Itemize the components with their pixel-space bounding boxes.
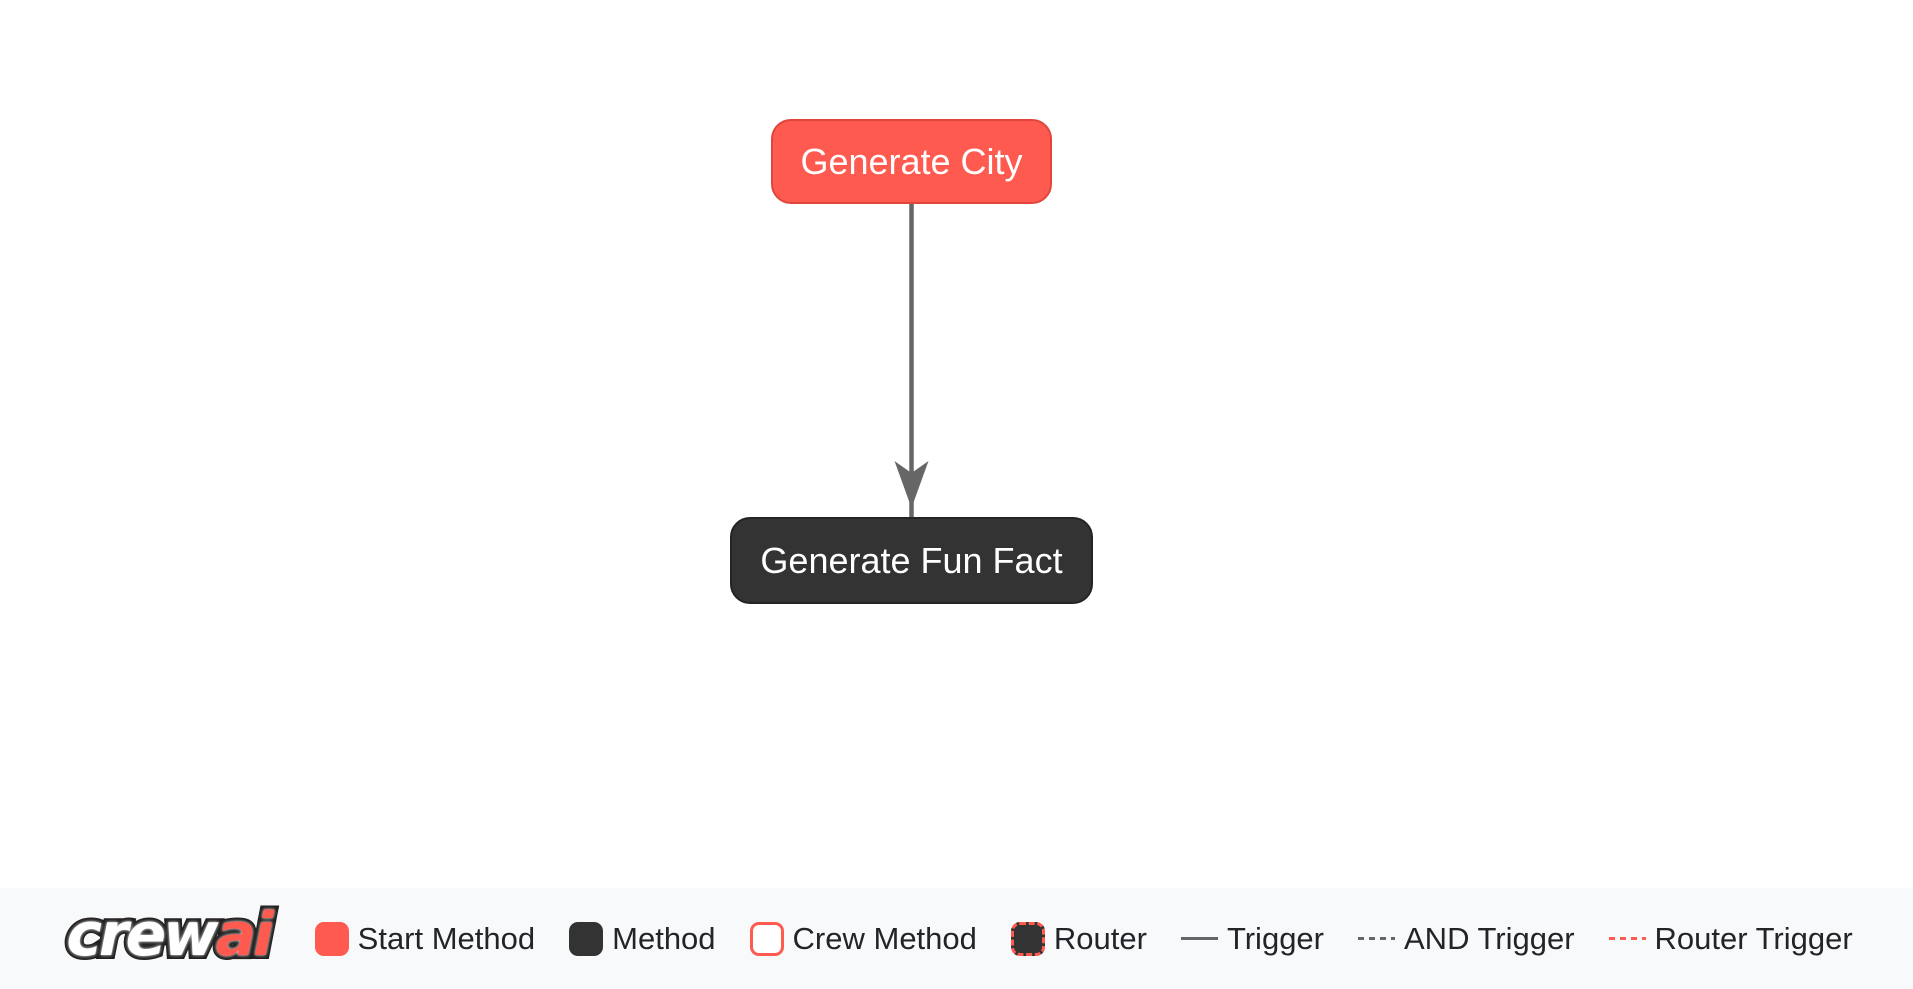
- legend-item-method: Method: [569, 920, 716, 957]
- legend-item-crew-method: Crew Method: [749, 920, 977, 957]
- node-label: Generate Fun Fact: [760, 539, 1063, 581]
- start-method-swatch: [314, 921, 349, 956]
- legend-item-and-trigger: AND Trigger: [1358, 921, 1575, 957]
- crewai-logo: crewai: [60, 901, 280, 973]
- legend-item-label: Method: [612, 920, 716, 956]
- crewai-logo-crew: crew: [62, 899, 222, 970]
- legend-bar: crewai Start Method Method Crew Method R…: [0, 888, 1913, 989]
- legend-item-label: Crew Method: [792, 920, 977, 956]
- crew-method-swatch: [749, 921, 784, 956]
- legend-item-label: Start Method: [357, 920, 536, 956]
- legend-item-label: Router Trigger: [1654, 920, 1853, 956]
- arrowhead-down-icon: [894, 461, 929, 508]
- legend-item-label: AND Trigger: [1404, 920, 1575, 956]
- flow-node-generate-city[interactable]: Generate City: [771, 119, 1052, 204]
- trigger-line-swatch: [1180, 936, 1218, 941]
- legend-item-router: Router: [1010, 920, 1147, 957]
- legend-item-start-method: Start Method: [314, 920, 536, 957]
- node-label: Generate City: [800, 140, 1023, 182]
- and-trigger-line-swatch: [1358, 936, 1395, 941]
- legend-item-label: Trigger: [1226, 920, 1324, 956]
- legend-item-label: Router: [1053, 920, 1147, 956]
- trigger-edge: [894, 204, 929, 517]
- router-swatch: [1010, 921, 1045, 956]
- flow-node-generate-fun-fact[interactable]: Generate Fun Fact: [730, 517, 1093, 604]
- flow-canvas[interactable]: Generate City Generate Fun Fact: [0, 0, 1913, 888]
- legend-item-router-trigger: Router Trigger: [1608, 920, 1853, 957]
- legend-item-trigger: Trigger: [1180, 920, 1324, 957]
- method-swatch: [569, 921, 604, 956]
- router-trigger-line-swatch: [1608, 936, 1646, 941]
- crewai-logo-ai: ai: [212, 899, 278, 970]
